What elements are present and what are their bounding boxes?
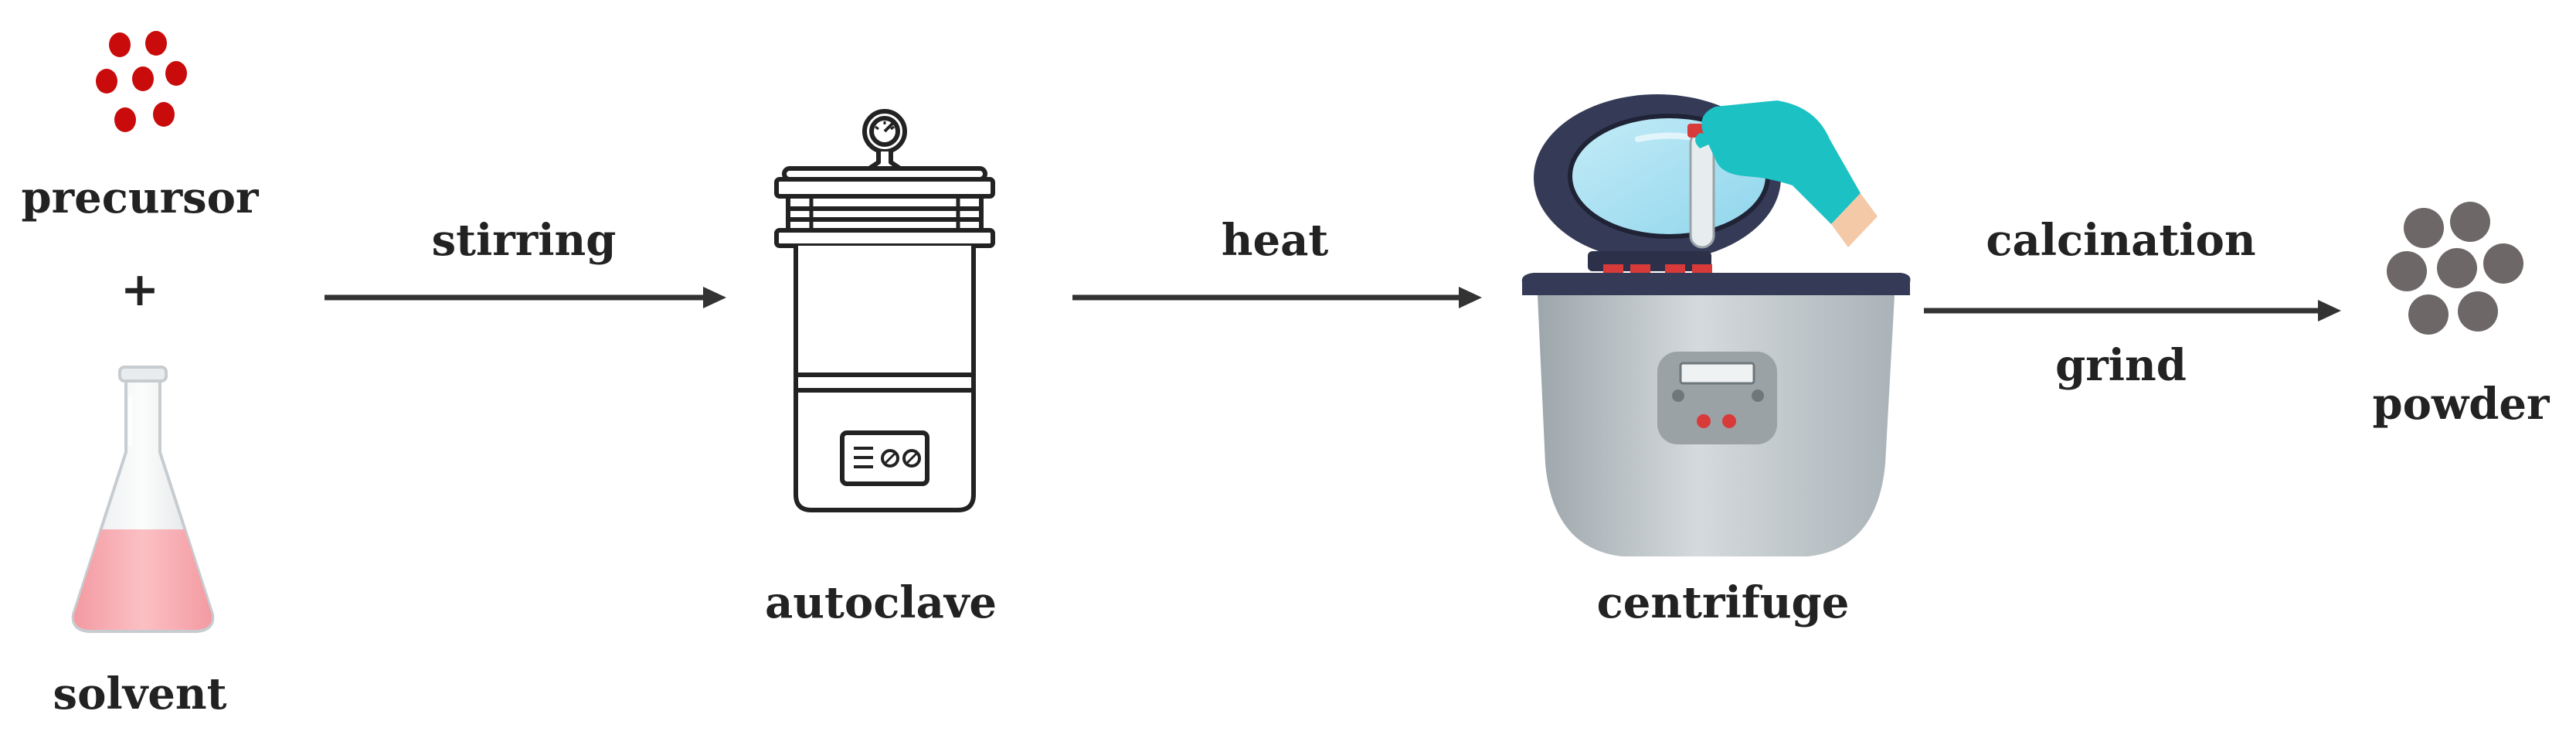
powder-particle [2387, 251, 2427, 291]
precursor-particle [132, 66, 154, 91]
precursor-particle [145, 31, 167, 56]
autoclave-icon [774, 109, 995, 512]
centrifuge-label: centrifuge [1596, 577, 1850, 628]
precursor-particle [109, 32, 131, 57]
centrifuge-icon [1521, 94, 1911, 556]
precursor-particle [114, 107, 136, 132]
powder-label: powder [2372, 379, 2550, 430]
precursor-particle [96, 69, 117, 94]
precursor-particle [165, 61, 187, 86]
erlenmeyer-flask-icon [71, 366, 215, 633]
powder-particle [2408, 294, 2449, 335]
grind-label: grind [2055, 340, 2187, 391]
powder-particle [2458, 291, 2498, 332]
arrow-calcination-grind [1924, 300, 2341, 321]
powder-particle [2483, 243, 2523, 284]
precursor-particles-icon [96, 31, 187, 132]
arrow-heat [1072, 287, 1482, 308]
stirring-label: stirring [431, 215, 617, 266]
powder-particle [2437, 248, 2477, 288]
autoclave-label: autoclave [764, 577, 997, 628]
powder-particle [2450, 202, 2490, 242]
calcination-label: calcination [1986, 215, 2256, 266]
powder-particle [2404, 208, 2444, 248]
precursor-label: precursor [21, 172, 259, 223]
heat-label: heat [1221, 215, 1329, 266]
arrow-stirring [325, 287, 726, 308]
solvent-label: solvent [53, 668, 227, 719]
precursor-particle [153, 102, 175, 127]
plus-sign: + [120, 263, 160, 317]
powder-particles-icon [2387, 202, 2523, 335]
